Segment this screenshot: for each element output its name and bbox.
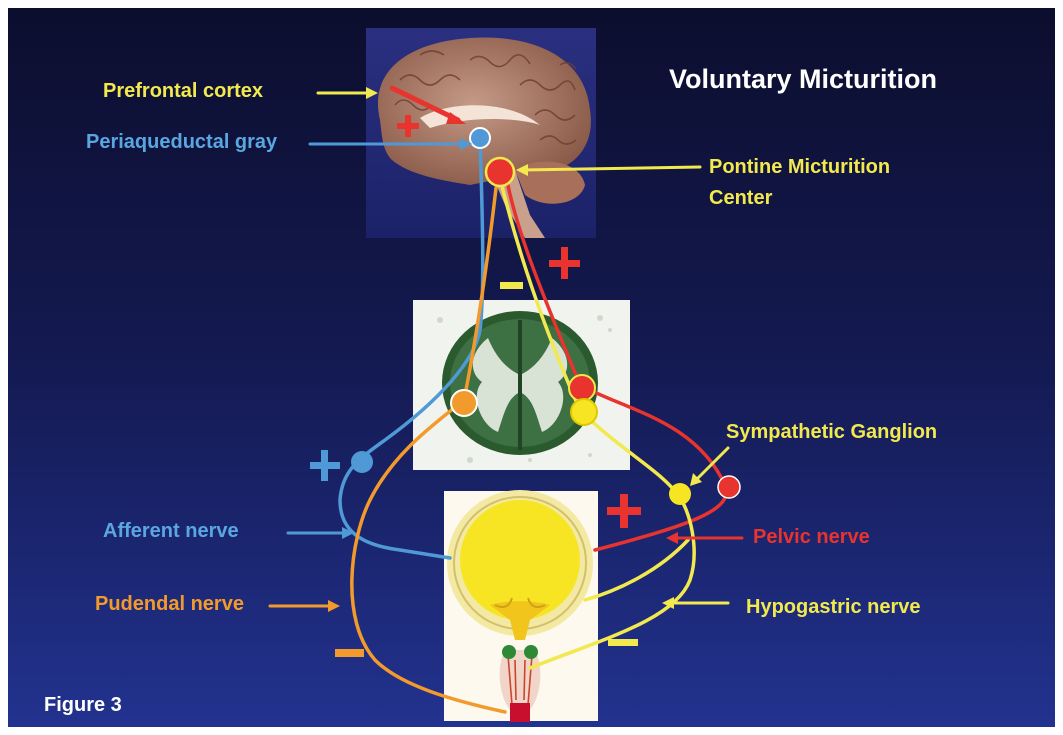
- orange-minus: [335, 649, 364, 657]
- pelvic-ganglion-node: [718, 476, 740, 498]
- afferent-nerve-label: Afferent nerve: [103, 520, 239, 543]
- spinal-cord-image: [413, 300, 630, 470]
- sympathetic-ganglion-node: [669, 483, 691, 505]
- pontine-micturition-center-label: Center: [709, 187, 772, 210]
- bladder-image: [444, 490, 598, 722]
- periaqueductal-gray-node: [470, 128, 490, 148]
- periaqueductal-gray-label: Periaqueductal gray: [86, 131, 277, 154]
- sympathetic-ganglion-label: Sympathetic Ganglion: [726, 421, 937, 444]
- prefrontal-cortex-label: Prefrontal cortex: [103, 80, 263, 103]
- hypogastric-nerve-label: Hypogastric nerve: [746, 596, 921, 619]
- spinal-orange-node: [451, 390, 477, 416]
- figure-label: Figure 3: [44, 694, 122, 717]
- yellow-minus-upper: [500, 282, 523, 289]
- yellow-minus-lower: [608, 639, 638, 646]
- spinal-yellow-node: [571, 399, 597, 425]
- diagram-title: Voluntary Micturition: [669, 64, 937, 95]
- spinal-red-node: [569, 375, 595, 401]
- pontine-micturition-label: Pontine Micturition: [709, 156, 890, 179]
- afferent-node: [351, 451, 373, 473]
- pontine-micturition-center-node: [486, 158, 514, 186]
- pudendal-nerve-label: Pudendal nerve: [95, 593, 244, 616]
- pelvic-nerve-label: Pelvic nerve: [753, 526, 870, 549]
